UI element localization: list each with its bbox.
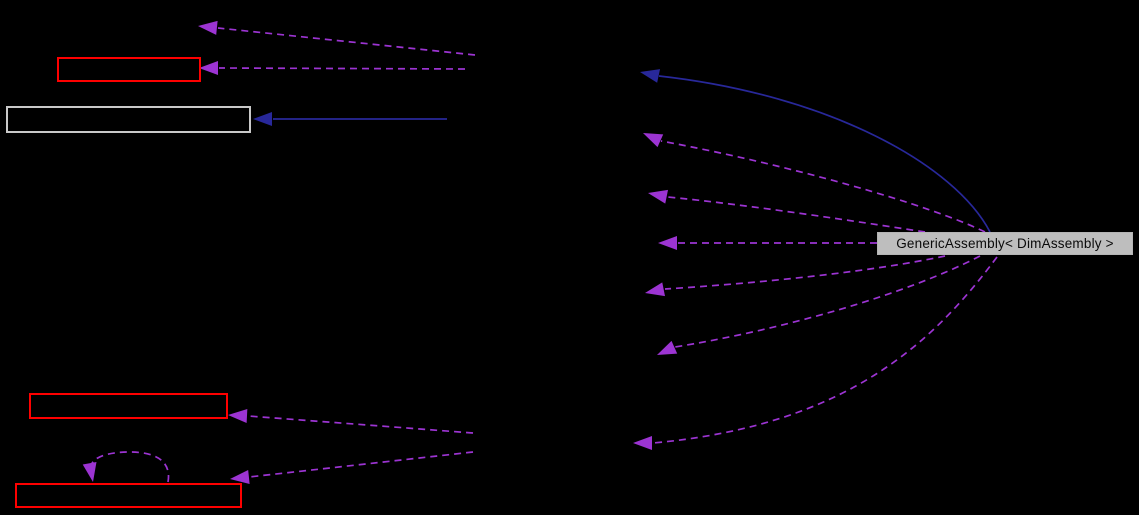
usage-top-left-2-edge (218, 67, 466, 70)
usage-fan-3-arrowhead-icon (658, 236, 677, 250)
usage-top-left-1-arrowhead-icon (198, 20, 218, 35)
usage-self-loop-arrowhead-icon (82, 462, 97, 482)
usage-bottom-left-1-edge (247, 415, 474, 434)
usage-fan-2-arrowhead-icon (648, 189, 669, 204)
usage-top-left-2-arrowhead-icon (199, 61, 218, 75)
inheritance-to-base-edge (658, 75, 991, 233)
usage-fan-5-arrowhead-icon (657, 340, 678, 355)
usage-fan-6-edge (652, 256, 998, 444)
usage-self-loop-edge (89, 451, 170, 483)
inheritance-gray-node-arrowhead-icon (253, 112, 272, 126)
usage-bottom-left-1-arrowhead-icon (228, 408, 248, 423)
bottom-left-red-node-1[interactable] (29, 393, 228, 419)
usage-bottom-left-2-arrowhead-icon (230, 470, 250, 484)
top-left-gray-node[interactable] (6, 106, 251, 133)
usage-fan-4-edge (664, 255, 946, 290)
usage-fan-6-arrowhead-icon (633, 436, 652, 450)
top-left-red-node[interactable] (57, 57, 201, 82)
usage-fan-2-edge (667, 196, 926, 233)
usage-fan-5-edge (674, 255, 981, 348)
usage-fan-1-arrowhead-icon (643, 133, 664, 148)
main-node-generic-assembly: GenericAssembly< DimAssembly > (877, 232, 1133, 255)
usage-top-left-1-edge (217, 27, 476, 56)
usage-fan-1-edge (660, 140, 986, 233)
bottom-left-red-node-2[interactable] (15, 483, 242, 508)
inheritance-to-base-arrowhead-icon (640, 69, 661, 83)
usage-fan-4-arrowhead-icon (645, 282, 666, 297)
usage-bottom-left-2-edge (248, 451, 474, 478)
